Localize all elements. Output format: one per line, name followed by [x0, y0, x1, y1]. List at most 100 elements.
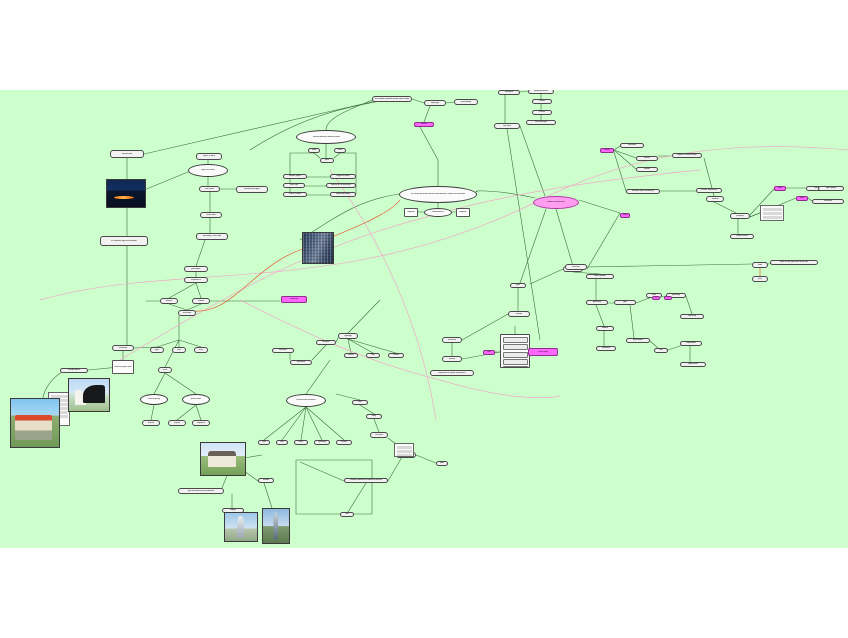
concept-node-right-note[interactable] [760, 205, 784, 221]
concept-node-branch-d[interactable]: plane [158, 367, 172, 373]
concept-node-bottom-left-b[interactable]: light as material of architecture [178, 488, 224, 494]
edge-ell-bc-fan-b[interactable] [281, 406, 307, 441]
concept-node-top-right-cluster-d[interactable]: screen [532, 110, 552, 115]
concept-node-branch-a[interactable]: light [150, 347, 164, 353]
concept-node-sub-right[interactable]: architectural space [236, 186, 268, 193]
concept-node-diamond-left[interactable]: interior [160, 298, 178, 304]
concept-node-center-left-c[interactable]: perception [184, 266, 208, 272]
concept-node-right-hub-3[interactable]: property [730, 213, 750, 219]
edge-fan-typ-b[interactable] [347, 338, 374, 354]
concept-node-center-right-c[interactable]: section [508, 311, 530, 317]
concept-node-right-col-f[interactable]: tectonic expression [696, 188, 722, 193]
concept-node-caption-under-night-photo[interactable]: le corbusier light and shadow [100, 236, 148, 246]
concept-node-center-left-d[interactable]: experience [184, 277, 208, 283]
concept-node-bottom-right-a[interactable]: stair [352, 400, 368, 405]
edge-photo-to-spaceform[interactable] [143, 171, 189, 191]
concept-node-ellipse-space[interactable]: space and form [188, 164, 228, 177]
edge-analysis-typ[interactable] [335, 337, 339, 343]
concept-node-right-magenta-c[interactable]: glass [774, 186, 786, 191]
concept-node-bottom-center-small[interactable]: site [340, 512, 354, 517]
edge-freeplan-toell[interactable] [519, 125, 546, 197]
edge-prop-unit[interactable] [649, 340, 659, 349]
concept-node-right-col-b[interactable]: formal [636, 156, 658, 161]
edge-steel-label[interactable] [807, 197, 813, 202]
edge-pink-long-1[interactable] [39, 146, 848, 301]
concept-node-right-cluster-m[interactable]: module [596, 326, 614, 331]
edge-pink-arc[interactable] [329, 169, 437, 421]
concept-node-magenta-center[interactable]: continuity [281, 296, 307, 303]
edge-freeplan-down[interactable] [506, 128, 541, 341]
concept-node-right-lower-c[interactable]: detail as the synthesis of the idea [770, 260, 818, 265]
matrix-cell-center[interactable]: figure [320, 158, 334, 163]
concept-node-right-magenta-d[interactable]: steel [796, 196, 808, 201]
photo-ronchamp-chapel[interactable] [68, 378, 110, 412]
concept-node-right-col-c[interactable]: spatial [636, 167, 658, 172]
concept-node-right-col-e[interactable]: structure and construction [626, 189, 660, 194]
concept-node-left-of-house-photo[interactable]: sacred space [60, 368, 88, 373]
concept-node-ellipse-lower-left[interactable]: surface quality [140, 394, 168, 405]
concept-node-right-magenta-b[interactable]: skin [620, 213, 630, 218]
concept-node-fan-b[interactable]: house [344, 353, 358, 358]
edge-modern-down-2[interactable] [555, 208, 574, 267]
concept-node-left-of-fan-b[interactable]: reference [290, 360, 312, 365]
edge-matrix-r-bracket[interactable] [339, 152, 357, 195]
edge-vol-down[interactable] [263, 482, 273, 509]
edge-hub-order-long[interactable] [586, 263, 753, 268]
edge-sym-hier[interactable] [685, 295, 693, 315]
concept-node-top-band-b[interactable]: openings [424, 100, 446, 106]
edge-exp-diamond-l[interactable] [168, 282, 197, 299]
edge-red-curve[interactable] [185, 199, 401, 312]
concept-node-right-cluster-o[interactable]: repetition [596, 346, 616, 351]
edge-ell-bc-fan-e[interactable] [305, 406, 345, 441]
concept-node-top-right-cluster-e[interactable]: structural grid [526, 120, 556, 125]
edge-right-col-b[interactable] [613, 149, 637, 159]
concept-node-branch-c[interactable]: scale [194, 347, 208, 353]
concept-node-right-cluster-p[interactable]: unit [654, 348, 668, 353]
edge-modern-right[interactable] [578, 199, 621, 214]
concept-node-right-cluster-l[interactable]: hierarchy [680, 314, 704, 319]
concept-node-bottom-fan-b[interactable]: wall [276, 440, 288, 445]
concept-node-diamond-bottom[interactable]: threshold [178, 310, 196, 316]
concept-node-fan-a[interactable]: typology [338, 333, 358, 339]
concept-node-branch-b[interactable]: mass [172, 347, 186, 353]
matrix-row3-right[interactable]: spatial boundary [330, 192, 356, 197]
edge-exp-diamond-r[interactable] [195, 282, 202, 299]
concept-node-right-label-c[interactable]: surface finish [730, 234, 754, 239]
edge-stair-ramp[interactable] [359, 404, 375, 415]
concept-node-top-band-magenta[interactable]: window [414, 122, 434, 127]
concept-node-form-space[interactable]: form space [199, 186, 220, 192]
concept-node-center-right-b[interactable]: plan [510, 283, 526, 288]
concept-node-center-right-d[interactable]: elevation [442, 337, 462, 343]
edge-site-note[interactable] [387, 456, 403, 482]
concept-node-center-left-a[interactable]: visual field [200, 212, 222, 218]
edge-site-rect[interactable] [295, 459, 373, 515]
photo-country-house[interactable] [200, 442, 246, 476]
edge-ramp-circ[interactable] [373, 418, 380, 433]
edge-ell-bc-fan-a[interactable] [263, 406, 307, 441]
concept-node-ellipse-bottom-center[interactable]: architectural elements [286, 394, 326, 407]
edge-to-ell-ll2[interactable] [164, 372, 197, 395]
concept-node-bottom-fan-c[interactable]: floor [294, 440, 308, 445]
edge-diamond-l-b[interactable] [168, 303, 188, 311]
concept-node-fan-c[interactable]: villa [366, 353, 380, 358]
edge-ell-leaf-3[interactable] [195, 404, 202, 421]
edge-ref-analysis[interactable] [311, 344, 327, 361]
edge-hub2-hub3[interactable] [713, 201, 737, 214]
matrix-row2-right[interactable]: volume of the enclosure [326, 183, 356, 188]
edge-ell-bc-up[interactable] [305, 359, 331, 395]
edge-ell-leaf-2[interactable] [176, 404, 197, 421]
edge-fan-typ-up[interactable] [347, 299, 381, 334]
concept-node-top-band-c[interactable]: permeability [454, 99, 478, 105]
concept-node-magenta-lower[interactable]: case study [528, 348, 558, 356]
concept-node-annotation-curve[interactable]: sequence of spatial experience [430, 370, 474, 376]
concept-node-diamond-right[interactable]: exterior [192, 298, 210, 304]
matrix-row1-right[interactable]: negative space [330, 174, 356, 179]
edge-photo5-link[interactable] [243, 454, 263, 459]
edge-topright-curve[interactable] [249, 99, 387, 151]
concept-node-bottom-center-box[interactable]: relation between architecture and site [344, 478, 388, 483]
concept-node-lower-left-leaf-b[interactable]: rhythm [168, 420, 186, 426]
concept-node-top-right-cluster-b[interactable]: defining element [528, 90, 554, 94]
edge-ell-bc-fan-d[interactable] [305, 406, 323, 441]
edge-fan-typ-c[interactable] [347, 338, 397, 354]
edge-matrix-solid[interactable] [313, 152, 321, 159]
